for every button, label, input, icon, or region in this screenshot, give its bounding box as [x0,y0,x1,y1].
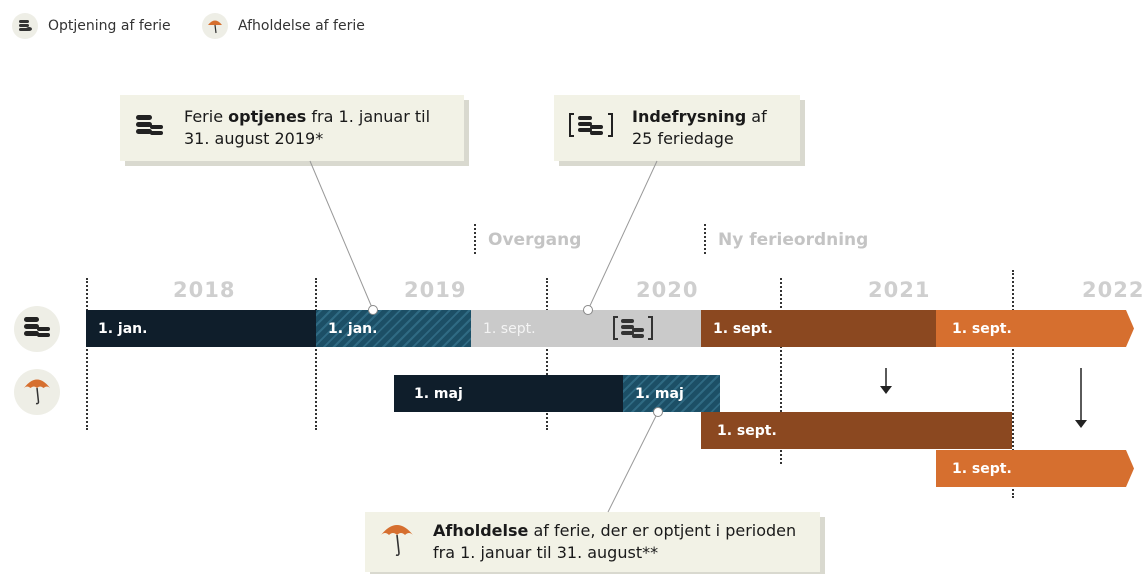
year-divider [780,278,782,464]
coins-icon [22,314,52,344]
legend-accrual: Optjening af ferie [12,12,171,40]
umbrella-icon [379,519,415,565]
bar-holiday-may-1: 1. maj [394,375,623,412]
connector-accrual [309,160,374,311]
year-divider [546,278,548,430]
legend-holiday: Afholdelse af ferie [202,12,365,40]
frozen-coins-icon [612,315,654,345]
callout-accrual: Ferie optjenes fra 1. januar til 31. aug… [120,95,464,161]
callout-freeze: Indefrysning af 25 feriedage [554,95,800,161]
legend-accrual-label: Optjening af ferie [48,18,171,34]
year-divider [315,278,317,430]
bar-accrual-2019: 1. jan. [316,310,471,347]
callout-holiday: Afholdelse af ferie, der er optjent i pe… [365,512,820,572]
arrow-down-icon [880,368,892,394]
year-label: 2020 [636,278,699,302]
connector-holiday [607,411,659,513]
connector-point [368,305,378,315]
connector-point [653,407,663,417]
phase-label-transition: Overgang [488,230,582,250]
year-divider [86,278,88,430]
year-label: 2018 [173,278,236,302]
bar-accrual-2020: 1. sept. [701,310,936,347]
year-divider [1012,270,1014,498]
row-icon-accrual [14,306,60,352]
year-label: 2022 [1082,278,1145,302]
bar-accrual-2021: 1. sept. [936,310,1134,347]
coins-icon [134,111,166,145]
legend-holiday-label: Afholdelse af ferie [238,18,365,34]
umbrella-icon [202,13,228,39]
bar-holiday-may-2: 1. maj [623,375,720,412]
year-label: 2021 [868,278,931,302]
row-icon-holiday [14,369,60,415]
phase-divider-new [704,224,706,254]
connector-point [583,305,593,315]
bar-accrual-2018: 1. jan. [86,310,316,347]
coins-icon [12,13,38,39]
bar-holiday-sept-1: 1. sept. [701,412,1012,449]
umbrella-icon [22,374,52,410]
connector-freeze [587,160,658,311]
year-label: 2019 [404,278,467,302]
phase-label-new: Ny ferieordning [718,230,869,250]
callout-holiday-text: Afholdelse af ferie, der er optjent i pe… [433,521,797,562]
phase-divider-transition [474,224,476,254]
callout-accrual-text: Ferie optjenes fra 1. januar til 31. aug… [184,107,431,148]
frozen-coins-icon [568,111,614,145]
arrow-down-icon [1075,368,1087,428]
bar-holiday-sept-2: 1. sept. [936,450,1134,487]
bar-accrual-transition-label: 1. sept. [483,320,536,337]
bar-accrual-transition: 1. sept. [471,310,701,347]
callout-freeze-text: Indefrysning af 25 feriedage [632,107,767,148]
